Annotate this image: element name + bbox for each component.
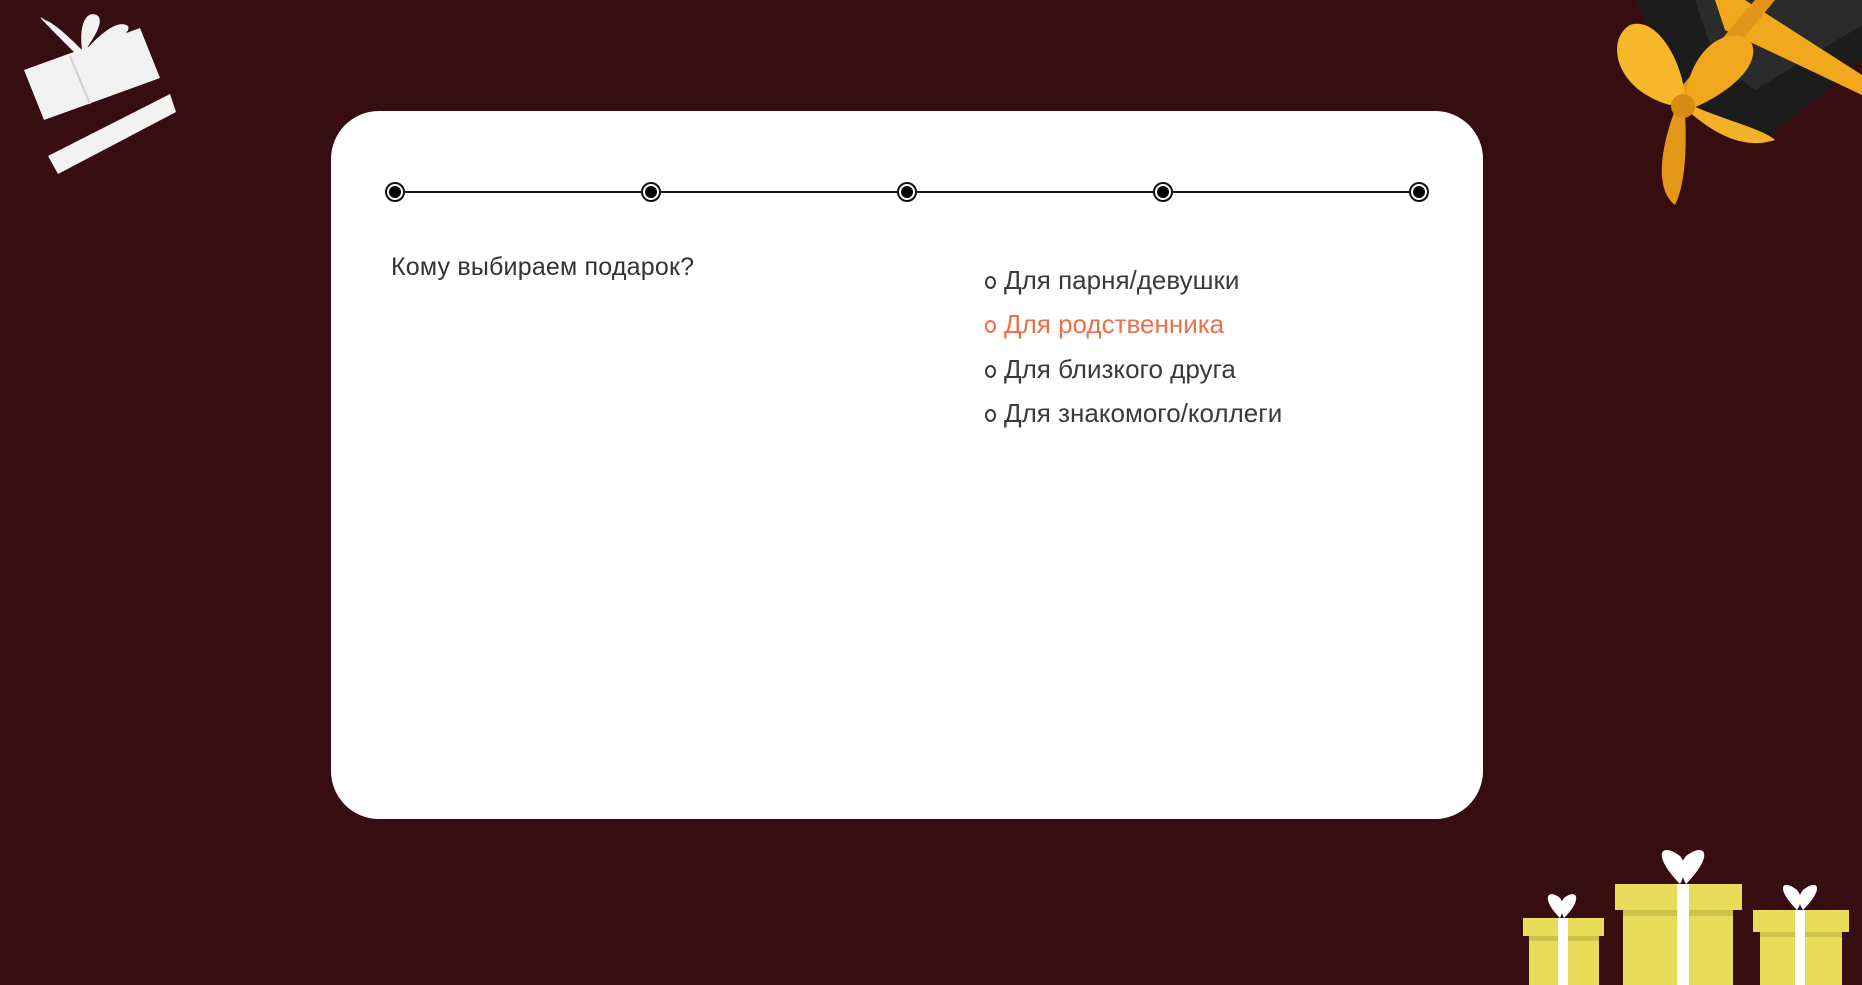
ribbon-gift-box-icon (1617, 0, 1862, 205)
step-dot-core (389, 186, 401, 198)
option-label: Для родственника (1004, 309, 1225, 340)
option-close-friend[interactable]: Для близкого друга (985, 347, 1282, 392)
progress-step-dot (1409, 182, 1429, 202)
option-label: Для близкого друга (1004, 353, 1236, 384)
step-dot-core (1413, 186, 1425, 198)
open-gift-icon (24, 14, 176, 174)
step-dot-core (1157, 186, 1169, 198)
progress-step-dot (897, 182, 917, 202)
option-label: Для знакомого/коллеги (1004, 398, 1283, 429)
option-label: Для парня/девушки (1004, 264, 1240, 295)
answer-options: Для парня/девушки Для родственника Для б… (985, 258, 1282, 436)
radio-icon (985, 275, 996, 289)
radio-icon (985, 409, 996, 423)
gift-boxes-icon (1523, 850, 1849, 985)
option-partner[interactable]: Для парня/девушки (985, 258, 1282, 303)
option-relative[interactable]: Для родственника (985, 303, 1282, 348)
step-dot-core (645, 186, 657, 198)
progress-step-dot (641, 182, 661, 202)
progress-step-dot (385, 182, 405, 202)
radio-icon (985, 364, 996, 378)
progress-step-dot (1153, 182, 1173, 202)
radio-icon (985, 320, 996, 334)
step-dot-core (901, 186, 913, 198)
quiz-card (331, 111, 1483, 819)
option-acquaintance-colleague[interactable]: Для знакомого/коллеги (985, 392, 1282, 437)
question-title: Кому выбираем подарок? (391, 253, 695, 281)
